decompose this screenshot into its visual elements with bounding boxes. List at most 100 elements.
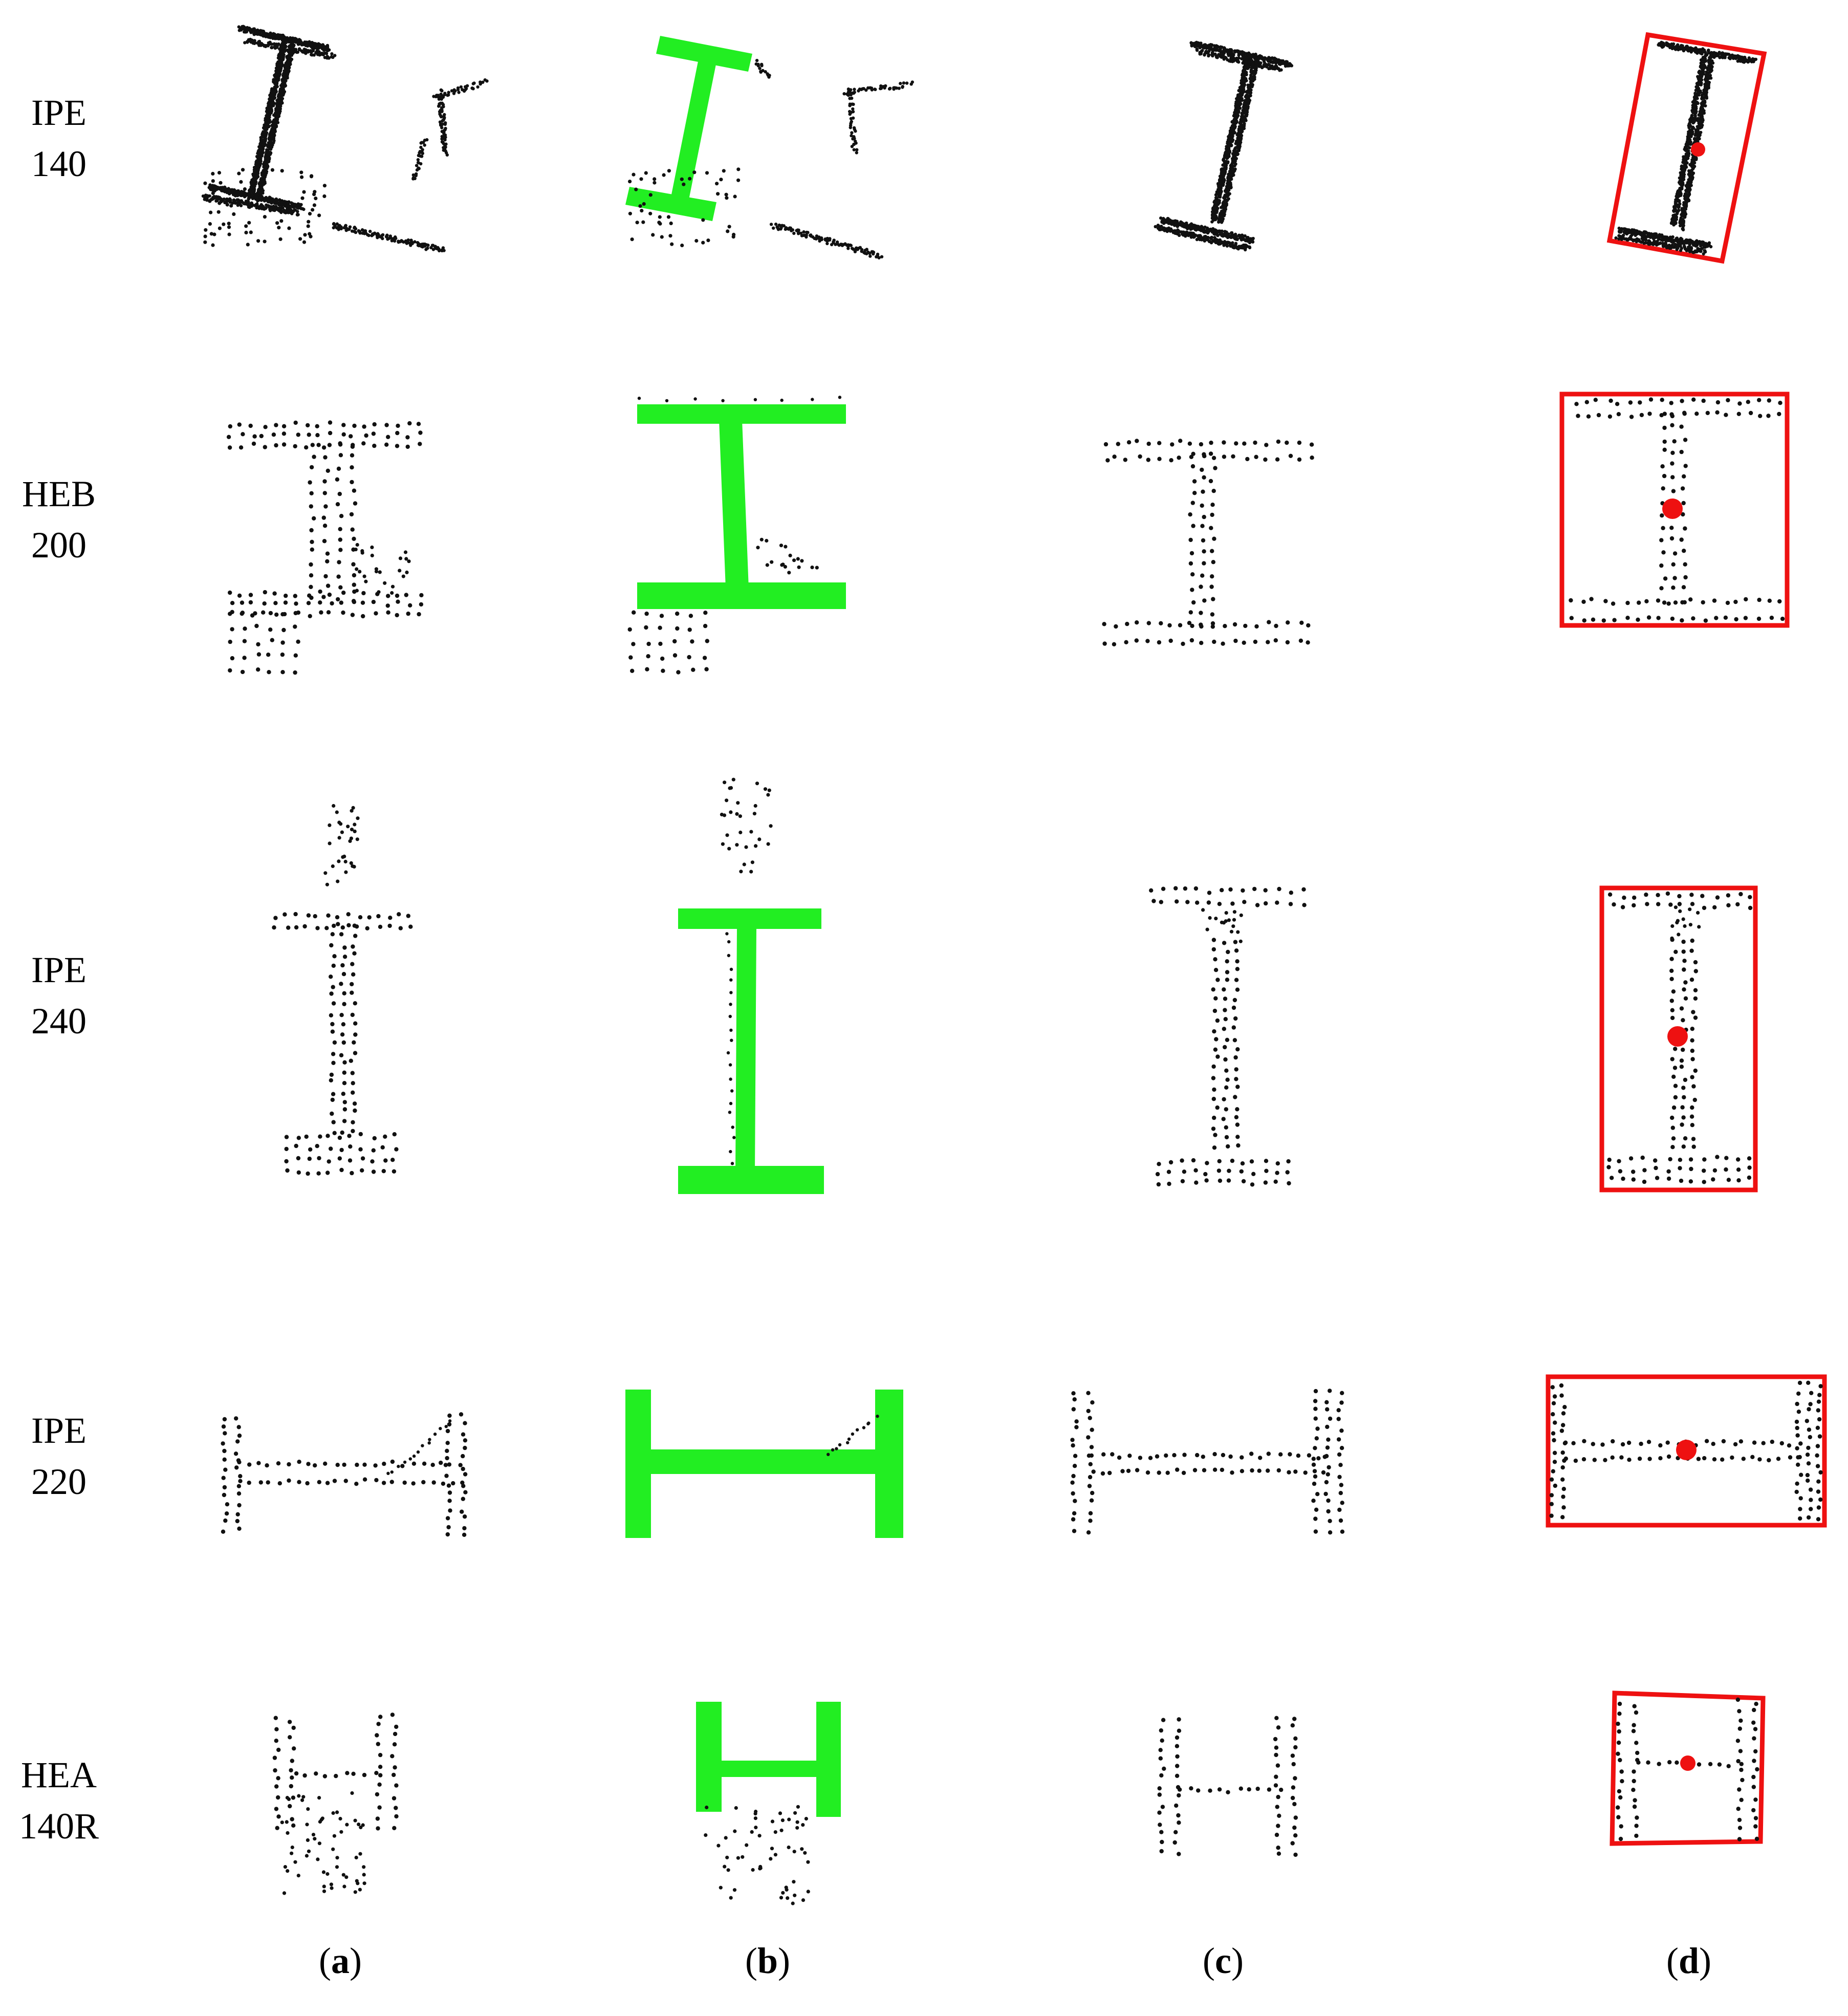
point [1251, 240, 1255, 244]
point [211, 191, 215, 196]
point [639, 177, 643, 181]
point [273, 85, 277, 89]
point [1682, 178, 1685, 181]
point [887, 87, 892, 91]
panel-r1-a [201, 25, 489, 253]
point [296, 42, 300, 46]
point [630, 237, 634, 242]
point [456, 88, 460, 92]
point [905, 81, 909, 85]
row-label-5-line1: HEA [21, 1754, 97, 1795]
point [692, 170, 697, 175]
point [851, 247, 854, 250]
point [265, 44, 268, 48]
point [1747, 56, 1751, 60]
point [758, 67, 762, 70]
point [1184, 222, 1187, 226]
point [842, 92, 846, 96]
point [208, 199, 212, 203]
point [239, 180, 243, 184]
point [267, 104, 271, 108]
point [910, 80, 915, 84]
point [346, 228, 350, 231]
point [1240, 57, 1244, 60]
point [1219, 186, 1223, 190]
point [423, 244, 427, 248]
point [228, 192, 231, 196]
point [217, 170, 222, 175]
point [1257, 55, 1260, 58]
point [1751, 58, 1755, 62]
point [437, 247, 441, 251]
point [312, 53, 316, 57]
point [680, 243, 684, 248]
point [397, 240, 401, 244]
point [311, 208, 315, 212]
point [225, 197, 229, 201]
points-r1-b [628, 59, 915, 259]
point [286, 200, 290, 204]
point [1688, 118, 1692, 122]
point [1226, 176, 1230, 179]
point [280, 169, 284, 173]
point [408, 241, 411, 245]
point [233, 193, 237, 198]
point [311, 49, 315, 53]
point [303, 233, 307, 237]
point [666, 215, 671, 219]
point [768, 74, 771, 77]
point [1226, 233, 1230, 236]
point [263, 207, 266, 211]
point [1237, 138, 1241, 142]
point [222, 198, 225, 202]
point [440, 115, 443, 119]
point [300, 196, 305, 200]
point [222, 222, 226, 226]
point [1675, 218, 1678, 221]
point [253, 176, 257, 179]
point [1204, 50, 1208, 53]
point [424, 248, 428, 251]
point [868, 254, 872, 258]
row-label-5: HEA 140R [0, 1749, 118, 1852]
point [1209, 46, 1213, 49]
point [849, 126, 853, 129]
point [287, 210, 291, 214]
point [292, 44, 295, 48]
point [851, 107, 855, 111]
point [259, 136, 263, 139]
point [1244, 248, 1247, 252]
point [848, 97, 852, 100]
point [241, 168, 245, 172]
point [658, 215, 662, 219]
point [270, 168, 275, 172]
point [287, 226, 291, 230]
point [1177, 229, 1181, 233]
point [682, 182, 686, 186]
point [628, 180, 632, 184]
point [439, 109, 442, 112]
point [694, 239, 699, 243]
point [385, 234, 389, 238]
point [453, 89, 457, 93]
point [1185, 232, 1189, 236]
point [235, 189, 240, 193]
point [313, 190, 317, 194]
point [642, 202, 646, 206]
point [251, 29, 255, 33]
point [1254, 57, 1258, 61]
point [265, 131, 269, 135]
point [1723, 52, 1727, 56]
point [228, 197, 232, 201]
point [237, 171, 241, 176]
point [851, 91, 855, 95]
point [724, 192, 728, 197]
point [857, 247, 860, 250]
point [1284, 60, 1288, 63]
point [846, 244, 850, 248]
point [426, 243, 430, 247]
point [244, 224, 248, 228]
point [805, 233, 809, 237]
point [333, 54, 337, 57]
point [791, 228, 794, 232]
